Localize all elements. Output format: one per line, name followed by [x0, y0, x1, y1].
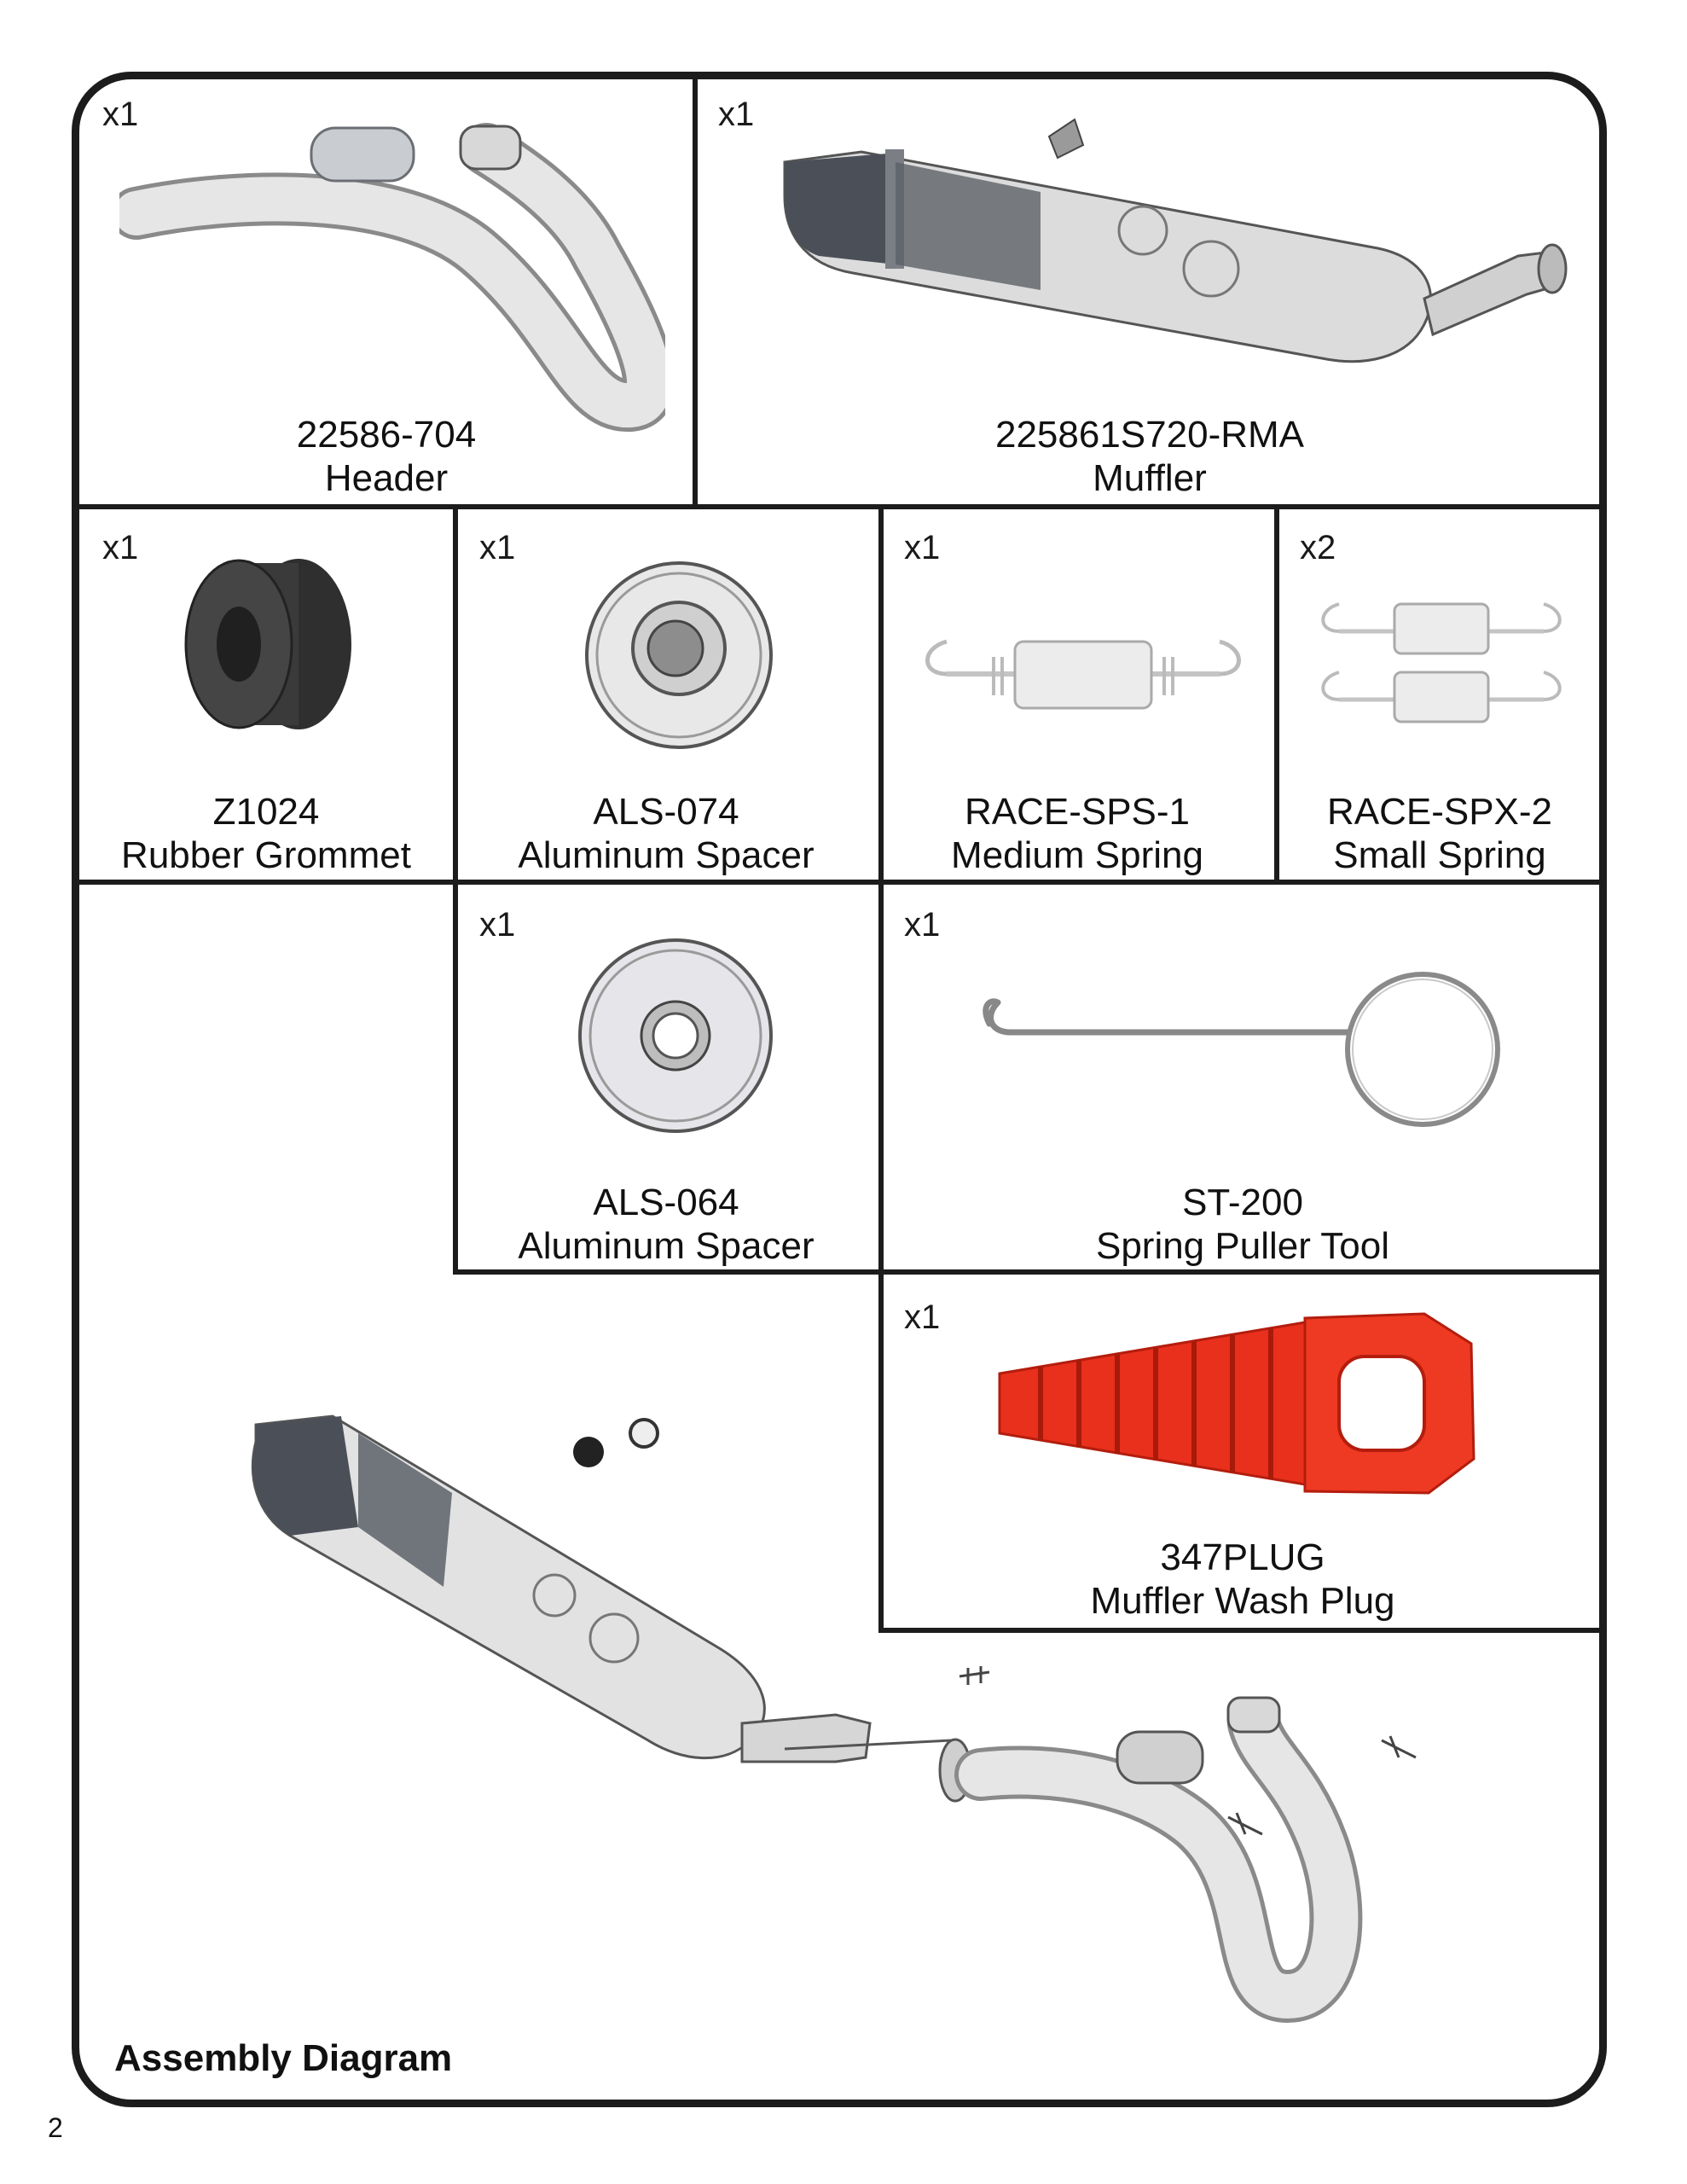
col-divider-a [453, 504, 458, 1272]
part-caption: Z1024 Rubber Grommet [82, 790, 450, 877]
part-caption: ALS-074 Aluminum Spacer [455, 790, 877, 877]
small-spring-icon [1321, 602, 1562, 723]
quantity-label: x1 [479, 529, 516, 566]
page-number: 2 [48, 2112, 63, 2143]
aluminum-spacer-icon [585, 561, 773, 749]
part-name: Header [324, 457, 449, 499]
part-number: RACE-SPX-2 [1326, 791, 1553, 833]
quantity-label: x1 [904, 529, 941, 566]
part-number: ALS-074 [593, 791, 739, 833]
part-number: 225861S720-RMA [994, 414, 1304, 456]
muffler-wash-plug-icon [998, 1312, 1475, 1495]
spring-puller-tool-icon [983, 972, 1500, 1127]
header-pipe-icon [119, 123, 665, 433]
quantity-label: x1 [479, 906, 516, 944]
part-number: ST-200 [1182, 1182, 1303, 1223]
part-number: ALS-064 [593, 1182, 739, 1223]
part-caption: 22586-704 Header [82, 413, 691, 500]
part-number: Z1024 [212, 791, 320, 833]
quantity-label: x1 [102, 96, 139, 133]
part-name: Aluminum Spacer [518, 834, 815, 876]
quantity-label: x1 [904, 906, 941, 944]
exploded-assembly-icon [251, 1414, 1417, 2024]
part-caption: 225861S720-RMA Muffler [698, 413, 1602, 500]
medium-spring-icon [925, 639, 1241, 710]
part-name: Medium Spring [951, 834, 1203, 876]
part-number: RACE-SPS-1 [964, 791, 1191, 833]
part-caption: RACE-SPS-1 Medium Spring [882, 790, 1272, 877]
quantity-label: x1 [718, 96, 755, 133]
row-divider-4 [878, 1628, 1606, 1633]
aluminum-spacer-icon [578, 938, 773, 1133]
part-number: 22586-704 [296, 414, 477, 456]
part-caption: RACE-SPX-2 Small Spring [1278, 790, 1602, 877]
assembly-title: Assembly Diagram [114, 2037, 453, 2079]
part-name: Muffler [1093, 457, 1207, 499]
part-name: Small Spring [1333, 834, 1546, 876]
rubber-grommet-icon [184, 559, 351, 729]
part-caption: ALS-064 Aluminum Spacer [455, 1181, 877, 1268]
muffler-icon [783, 118, 1568, 363]
quantity-label: x1 [102, 529, 139, 566]
quantity-label: x1 [904, 1298, 941, 1336]
col-divider-c [1274, 504, 1279, 882]
row-divider-3 [453, 1269, 1606, 1275]
page-frame [72, 72, 1607, 2107]
col-divider-b [878, 504, 884, 1630]
part-number: 347PLUG [1160, 1536, 1325, 1578]
row-divider-2 [79, 880, 1606, 885]
row-divider-1 [79, 504, 1606, 509]
quantity-label: x2 [1300, 529, 1336, 566]
part-name: Rubber Grommet [121, 834, 411, 876]
part-caption: 347PLUG Muffler Wash Plug [882, 1536, 1603, 1623]
part-name: Muffler Wash Plug [1090, 1580, 1395, 1622]
part-name: Aluminum Spacer [518, 1225, 815, 1267]
part-caption: ST-200 Spring Puller Tool [882, 1181, 1603, 1268]
col-divider-header-muffler [693, 79, 698, 506]
part-name: Spring Puller Tool [1095, 1225, 1390, 1267]
